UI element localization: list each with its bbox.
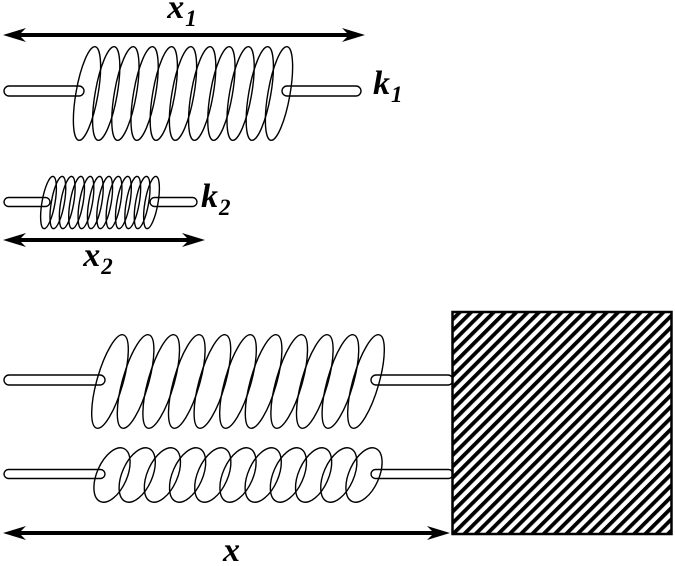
- spring-k2-bottom-left-rod: [3, 468, 106, 480]
- dimension-arrow-x-left-head: [3, 526, 26, 540]
- label-k1: k1: [373, 65, 403, 107]
- label-x: x: [200, 534, 264, 566]
- spring-k2-bottom-coil-loop: [269, 447, 308, 503]
- spring-k2-middle-coil-loop: [58, 175, 76, 230]
- label-x2: x2: [66, 237, 130, 279]
- dimension-arrow-x1-left-head: [3, 28, 26, 42]
- spring-k2-bottom-coil-loop: [143, 447, 182, 503]
- mass-block: [451, 310, 673, 536]
- spring-k2-bottom-coil-loop: [118, 447, 156, 503]
- spring-k2-middle-coil-loop: [49, 175, 67, 230]
- dimension-arrow-x1-right-head: [342, 28, 365, 42]
- spring-k1-top: [3, 45, 362, 142]
- dimension-arrow-x2: [3, 233, 205, 247]
- spring-k2-bottom-coil-loop: [219, 447, 257, 503]
- spring-k2-middle-coil-loop: [105, 175, 123, 230]
- spring-k1-bottom-coil-loop: [142, 334, 181, 429]
- spring-k2-bottom-coil-loop: [194, 447, 232, 503]
- label-k1-subscript: 1: [391, 82, 403, 107]
- spring-k1-bottom: [3, 334, 454, 429]
- spring-k1-bottom-coil-loop: [270, 334, 309, 429]
- spring-k2-middle-coil-loop: [114, 175, 132, 230]
- spring-k1-bottom-right-rod: [370, 374, 454, 386]
- dimension-arrow-x2-right-head: [182, 233, 205, 247]
- label-k2-subscript: 2: [219, 195, 231, 220]
- spring-k1-top-coil-loop: [91, 45, 121, 142]
- spring-k1-top-coil-loop: [130, 45, 159, 142]
- spring-k1-top-right-rod: [281, 85, 362, 97]
- dimension-arrow-x-right-head: [427, 526, 450, 540]
- spring-k1-bottom-coil-loop: [347, 334, 385, 429]
- spring-k1-top-coil-loop: [245, 45, 275, 142]
- label-k1-base: k: [373, 65, 390, 102]
- spring-k1-bottom-coil-loop: [116, 334, 155, 429]
- label-x2-subscript: 2: [101, 254, 113, 279]
- spring-k1-top-left-rod: [3, 85, 85, 97]
- spring-k2-middle-coil-loop: [39, 175, 58, 230]
- spring-k2-middle-coil-loop: [86, 175, 104, 230]
- label-x-base: x: [223, 532, 240, 566]
- spring-k2-middle-coil-loop: [124, 175, 142, 230]
- spring-k2-middle-coil-loop: [142, 175, 161, 230]
- spring-k2-bottom: [3, 447, 454, 503]
- spring-k2-middle-coil-loop: [77, 175, 95, 230]
- spring-k1-bottom-coil-loop: [91, 334, 129, 429]
- spring-k2-bottom-coil-loop: [168, 447, 207, 503]
- spring-k1-bottom-coil-loop: [295, 334, 334, 429]
- dimension-arrow-x1: [3, 28, 365, 42]
- spring-k1-top-coil-loop: [168, 45, 198, 142]
- spring-k1-bottom-coil-loop: [219, 334, 257, 429]
- spring-k2-bottom-coil-loop: [320, 447, 358, 503]
- dimension-arrow-x: [3, 526, 450, 540]
- spring-k1-top-coil-loop: [264, 45, 294, 142]
- label-x1: x1: [150, 0, 214, 30]
- spring-k2-middle: [3, 175, 198, 230]
- label-x1-base: x: [167, 0, 185, 26]
- spring-k2-bottom-coil-loop: [93, 447, 131, 503]
- spring-k1-top-coil-loop: [226, 45, 255, 142]
- spring-k2-bottom-coil-loop: [345, 447, 383, 503]
- label-x2-base: x: [83, 237, 101, 274]
- spring-k2-middle-coil-loop: [68, 175, 86, 230]
- spring-k1-top-coil-loop: [207, 45, 236, 142]
- spring-k2-middle-coil-loop: [133, 175, 151, 230]
- spring-k2-bottom-coil-loop: [244, 447, 282, 503]
- spring-k1-top-coil-loop: [111, 45, 140, 142]
- dimension-arrow-x2-left-head: [3, 233, 26, 247]
- spring-k2-bottom-coil-loop: [294, 447, 333, 503]
- spring-k1-top-coil-loop: [187, 45, 217, 142]
- spring-k2-middle-left-rod: [3, 196, 51, 208]
- spring-k1-bottom-coil-loop: [167, 334, 206, 429]
- spring-k2-middle-right-rod: [149, 196, 198, 208]
- label-k2-base: k: [201, 178, 218, 215]
- label-x1-subscript: 1: [185, 6, 197, 31]
- spring-k2-middle-coil-loop: [96, 175, 114, 230]
- spring-k1-bottom-left-rod: [3, 374, 106, 386]
- spring-k1-bottom-coil-loop: [321, 334, 360, 429]
- spring-k1-top-coil-loop: [72, 45, 102, 142]
- spring-k2-bottom-right-rod: [370, 468, 454, 480]
- spring-k1-top-coil-loop: [149, 45, 179, 142]
- spring-k1-bottom-coil-loop: [244, 334, 283, 429]
- label-k2: k2: [201, 178, 231, 220]
- spring-k1-bottom-coil-loop: [193, 334, 232, 429]
